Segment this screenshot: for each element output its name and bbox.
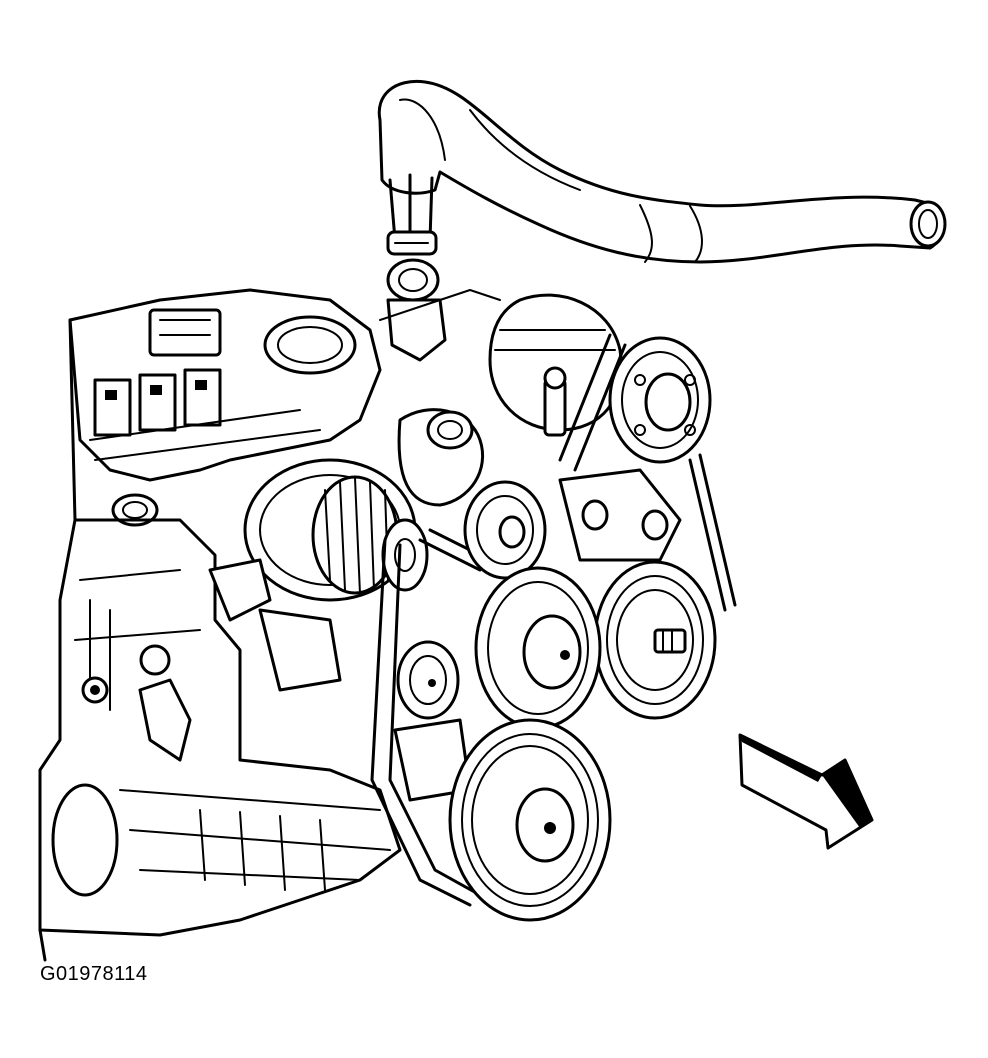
lower-idler-pulley (393, 640, 472, 802)
crankshaft-balancer-pulley (448, 718, 612, 922)
water-pump-housing (397, 293, 623, 507)
alternator (208, 458, 429, 692)
belt-tensioner-pulley (474, 566, 602, 730)
engine-block-lower (38, 518, 402, 962)
idler-pulley (463, 468, 682, 580)
front-direction-arrow (738, 733, 874, 850)
engine-block-rear (68, 288, 501, 527)
upper-radiator-hose (377, 79, 947, 362)
figure-id-label: G01978114 (40, 963, 148, 985)
power-steering-pulley (593, 560, 717, 720)
ac-compressor-pulley (608, 336, 712, 464)
